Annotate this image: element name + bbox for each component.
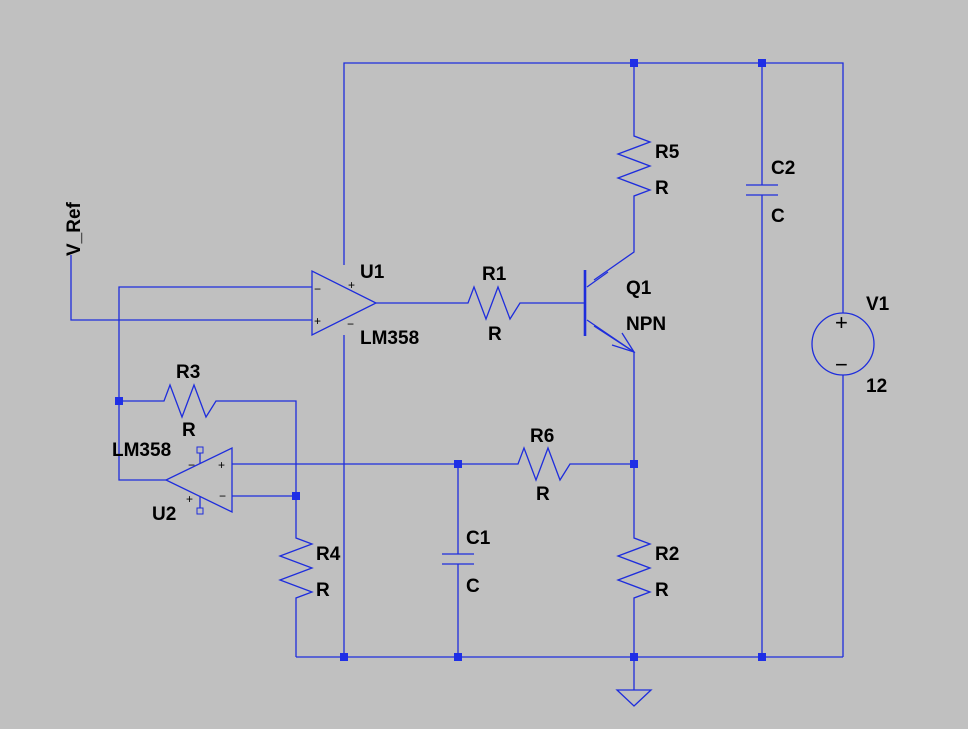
r6-ref-label: R6 [530, 426, 554, 447]
u2-vpos-sign: + [186, 492, 193, 506]
junction-dot [758, 59, 766, 67]
u2-value-label: LM358 [112, 440, 171, 461]
v1-plus-sign: + [835, 310, 848, 335]
resistor-r6-body [512, 446, 578, 482]
u2-ref-label: U2 [152, 504, 176, 525]
wire-vref [70, 255, 312, 321]
junction-dot [630, 59, 638, 67]
r6-value-label: R [536, 484, 550, 505]
r2-ref-label: R2 [655, 544, 679, 565]
r5-ref-label: R5 [655, 142, 680, 163]
r5-value-label: R [655, 178, 669, 199]
u1-ref-label: U1 [360, 262, 385, 283]
r3-value-label: R [182, 420, 196, 441]
u1-vpos-sign: + [348, 278, 355, 292]
junction-dot [454, 460, 462, 468]
c2-ref-label: C2 [771, 158, 795, 179]
resistor-r3-body [158, 383, 224, 419]
transistor-q1-emitter-arrow [611, 332, 636, 354]
u2-vpos-pin-terminal [196, 507, 204, 515]
r3-ref-label: R3 [176, 362, 200, 383]
r1-ref-label: R1 [482, 264, 507, 285]
v1-value-label: 12 [866, 376, 887, 397]
resistor-r5-body [616, 125, 652, 204]
u2-vneg-sign: − [188, 458, 195, 472]
v1-minus-sign: − [835, 352, 848, 377]
transistor-q1-emitter [586, 319, 635, 353]
u2-inv-pin-sign: − [219, 489, 226, 503]
resistor-r4-body [278, 530, 314, 600]
c2-value-label: C [771, 206, 785, 227]
u1-noninv-pin-sign: + [314, 314, 321, 328]
transistor-q1-collector [586, 271, 609, 288]
opamp-u2-body [164, 446, 233, 514]
v1-ref-label: V1 [866, 294, 890, 315]
q1-ref-label: Q1 [626, 278, 652, 299]
junction-dot [340, 653, 348, 661]
wire-u1-inv [118, 286, 312, 481]
junction-dot [292, 492, 300, 500]
net-label-v-ref: V_Ref [64, 201, 85, 256]
r4-value-label: R [316, 580, 330, 601]
wire-emitter [593, 325, 635, 530]
r1-value-label: R [488, 324, 502, 345]
junction-dot [454, 653, 462, 661]
u1-inv-pin-sign: − [314, 282, 321, 296]
voltage-source-v1 [811, 312, 875, 376]
junction-dot [630, 460, 638, 468]
opamp-u1-body [311, 269, 378, 337]
u1-vneg-sign: − [347, 317, 354, 331]
junction-dot [758, 653, 766, 661]
u1-value-label: LM358 [360, 328, 419, 349]
c1-ref-label: C1 [466, 528, 491, 549]
r2-value-label: R [655, 580, 669, 601]
resistor-r1-body [460, 285, 528, 321]
u2-noninv-pin-sign: + [218, 458, 225, 472]
wire-r3-right [224, 400, 297, 530]
junctions [115, 59, 766, 661]
wire-collector [593, 204, 635, 281]
r4-ref-label: R4 [316, 544, 341, 565]
wires [70, 62, 844, 690]
resistor-r2-body [616, 530, 652, 600]
ground-symbol [615, 689, 653, 707]
u2-vneg-pin-terminal [196, 446, 204, 454]
junction-dot [115, 397, 123, 405]
wire-top-rail [343, 62, 844, 313]
q1-value-label: NPN [626, 314, 666, 335]
c1-value-label: C [466, 576, 480, 597]
junction-dot [630, 653, 638, 661]
